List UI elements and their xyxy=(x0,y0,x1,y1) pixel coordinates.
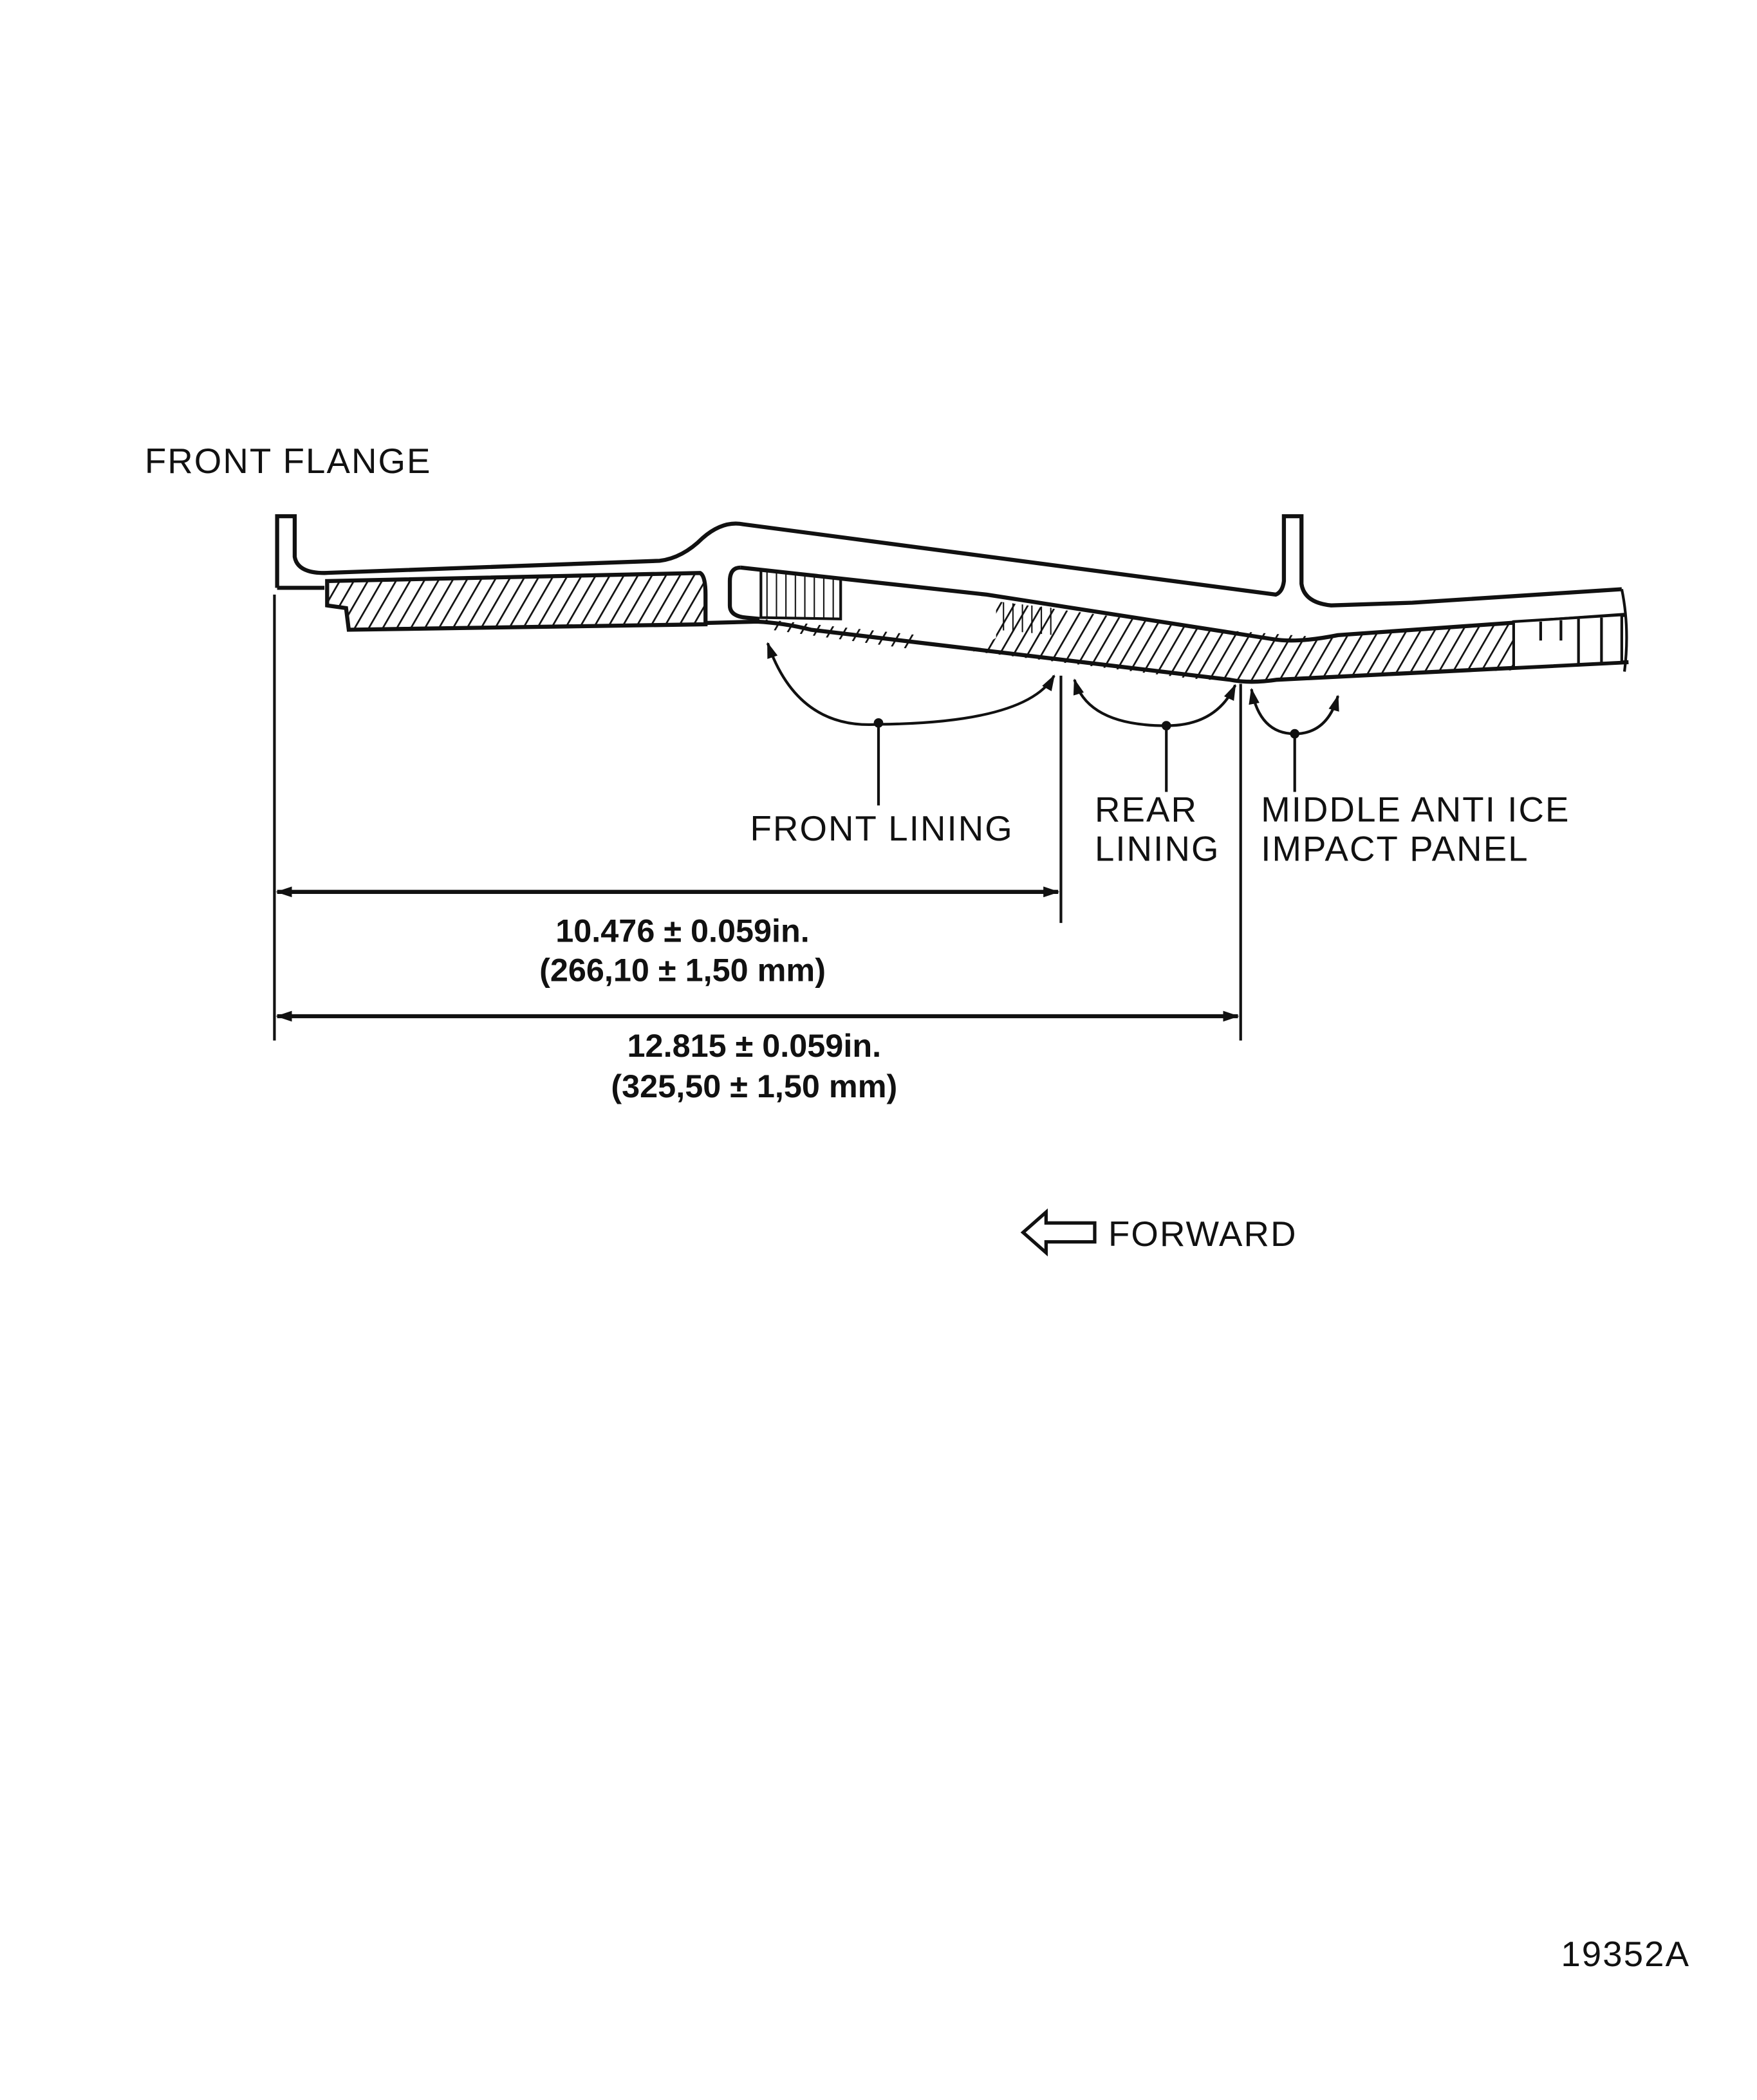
forward-label: FORWARD xyxy=(1108,1214,1297,1254)
dimension-2-mm: (325,50 ± 1,50 mm) xyxy=(611,1068,897,1104)
dimension-1-mm: (266,10 ± 1,50 mm) xyxy=(539,951,826,988)
front-flange-label: FRONT FLANGE xyxy=(145,441,432,481)
figure-number: 19352A xyxy=(1561,1935,1690,1974)
lining-leaders xyxy=(766,642,1339,806)
middle-panel-label-line2: IMPACT PANEL xyxy=(1261,830,1529,869)
hollow-left-arrow-icon xyxy=(1020,1208,1097,1257)
dimension-1-inches: 10.476 ± 0.059in. xyxy=(555,913,810,949)
middle-panel-label-line1: MIDDLE ANTI ICE xyxy=(1261,790,1570,830)
flange-body xyxy=(275,514,1629,684)
front-lining-label: FRONT LINING xyxy=(750,809,1014,848)
front-flange-lining-hatch xyxy=(325,571,708,632)
rear-lining-label-line2: LINING xyxy=(1095,830,1220,869)
dimension-2-inches: 12.815 ± 0.059in. xyxy=(628,1027,882,1064)
rear-lining-label-line1: REAR xyxy=(1095,790,1198,830)
dimension-lines xyxy=(273,594,1242,1041)
